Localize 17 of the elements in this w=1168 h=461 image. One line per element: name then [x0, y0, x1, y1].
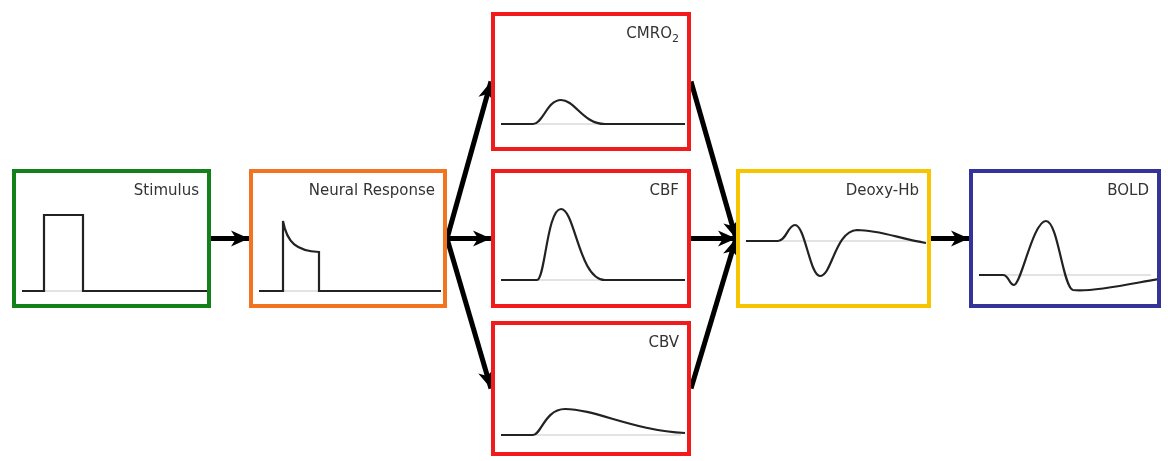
panel	[491, 169, 691, 308]
panel	[969, 169, 1161, 308]
panel-title: Stimulus	[133, 181, 199, 199]
panel	[12, 169, 211, 308]
panel	[491, 321, 691, 456]
panel-title: CMRO$_{2}$	[626, 24, 679, 47]
panel	[736, 169, 931, 308]
panel-title: BOLD	[1107, 181, 1149, 199]
arrow	[211, 230, 249, 247]
panel-title: CBV	[648, 333, 679, 351]
panel-title: CBF	[649, 181, 679, 199]
arrow	[931, 230, 969, 247]
panel	[491, 12, 691, 151]
panel	[249, 169, 447, 308]
arrow	[447, 230, 491, 247]
panel-title: Deoxy-Hb	[845, 181, 919, 199]
panel-title: Neural Response	[308, 181, 435, 199]
